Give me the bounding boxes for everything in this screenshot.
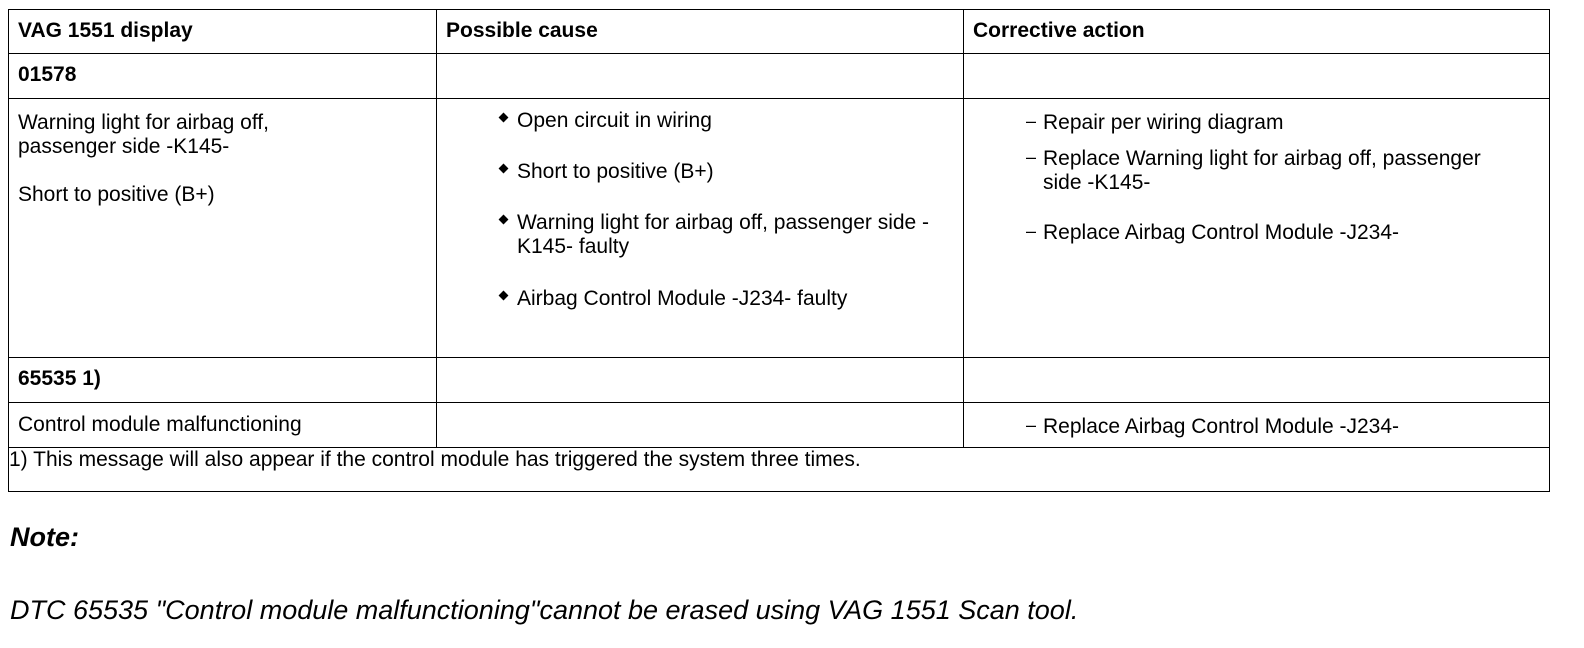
list-item: –Repair per wiring diagram [1026, 111, 1284, 134]
list-item: Warning light for airbag off, passenger … [498, 211, 947, 259]
corrective-action-cell: –Replace Airbag Control Module -J234- [963, 402, 1550, 448]
dash-bullet-icon: – [1026, 111, 1037, 131]
table-row: Warning light for airbag off, passenger … [8, 98, 1550, 358]
diamond-bullet-icon [498, 214, 509, 225]
table-header-row: VAG 1551 display Possible cause Correcti… [8, 9, 1550, 54]
action-list: –Repair per wiring diagram –Replace Warn… [964, 99, 1549, 246]
list-item: Short to positive (B+) [498, 160, 963, 184]
table-row: Control module malfunctioning –Replace A… [8, 402, 1550, 448]
list-item: –Replace Airbag Control Module -J234- [1026, 221, 1400, 245]
possible-cause-cell: Open circuit in wiring Short to positive… [436, 98, 964, 358]
header-possible-cause: Possible cause [436, 9, 964, 54]
diamond-bullet-icon [498, 112, 509, 123]
display-text-line: passenger side -K145- [18, 135, 230, 159]
cause-list: Open circuit in wiring Short to positive… [437, 99, 963, 311]
diamond-bullet-icon [498, 290, 509, 301]
list-item: Open circuit in wiring [498, 109, 963, 133]
dtc-display-cell: Warning light for airbag off, passenger … [8, 98, 437, 358]
dash-bullet-icon: – [1026, 147, 1037, 168]
dash-bullet-icon: – [1026, 415, 1037, 435]
footnote: 1) This message will also appear if the … [8, 447, 1550, 492]
display-condition: Short to positive (B+) [18, 183, 215, 207]
table-footnote-row: 1) This message will also appear if the … [8, 447, 1550, 492]
empty-cell [963, 357, 1550, 403]
header-vag-display: VAG 1551 display [8, 9, 437, 54]
header-corrective-action: Corrective action [963, 9, 1550, 54]
list-item: –Replace Warning light for airbag off, p… [1026, 147, 1481, 195]
empty-cell [436, 53, 964, 99]
dtc-table: VAG 1551 display Possible cause Correcti… [8, 9, 1550, 492]
empty-cell [436, 402, 964, 448]
empty-cell [963, 53, 1550, 99]
table-row: 65535 1) [8, 357, 1550, 403]
dtc-code-65535: 65535 1) [8, 357, 437, 403]
empty-cell [436, 357, 964, 403]
dash-bullet-icon: – [1026, 221, 1037, 242]
corrective-action-cell: –Repair per wiring diagram –Replace Warn… [963, 98, 1550, 358]
display-text-line: Warning light for airbag off, [18, 111, 269, 134]
note-heading: Note: [10, 522, 79, 552]
note-text: DTC 65535 "Control module malfunctioning… [10, 595, 1079, 625]
table-row: 01578 [8, 53, 1550, 99]
dtc-code-01578: 01578 [8, 53, 437, 99]
dtc-display-cell: Control module malfunctioning [8, 402, 437, 448]
list-item: Airbag Control Module -J234- faulty [498, 287, 963, 311]
diamond-bullet-icon [498, 163, 509, 174]
action-list: –Replace Airbag Control Module -J234- [964, 403, 1549, 439]
list-item: –Replace Airbag Control Module -J234- [1026, 415, 1400, 438]
